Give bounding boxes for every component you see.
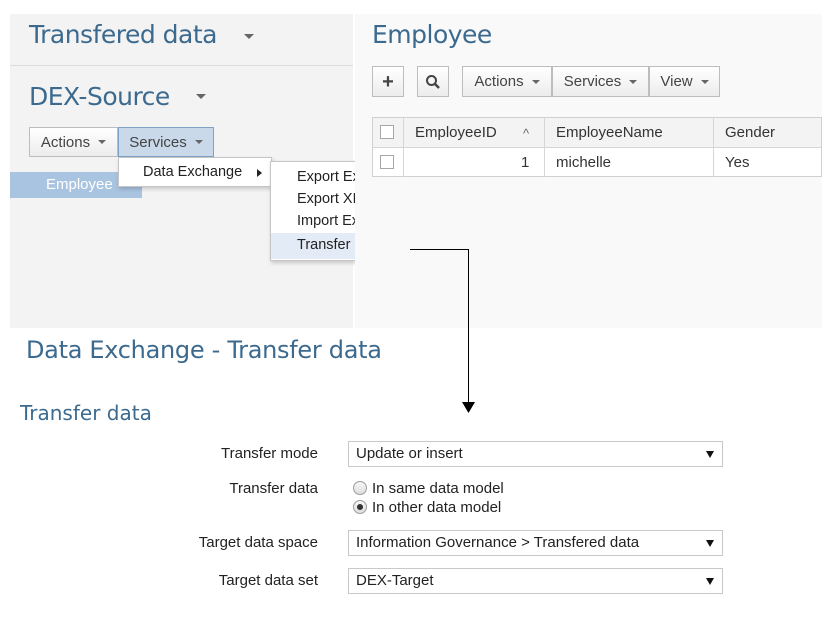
services-label: Services: [129, 133, 187, 151]
connector-line: [410, 249, 469, 250]
radio-same-model[interactable]: [353, 481, 367, 495]
transfer-mode-label: Transfer mode: [221, 445, 318, 462]
right-services-button[interactable]: Services: [552, 66, 649, 97]
transfer-mode-value: Update or insert: [356, 445, 463, 462]
dataset-title[interactable]: DEX-Source: [29, 82, 170, 111]
dialog-title: Data Exchange - Transfer data: [26, 336, 382, 364]
cell-employeename: michelle: [556, 154, 612, 171]
view-label: View: [660, 73, 693, 90]
column-header-employeeid[interactable]: EmployeeID: [415, 124, 497, 141]
target-data-set-value: DEX-Target: [356, 572, 434, 589]
column-header-gender[interactable]: Gender: [725, 124, 776, 141]
plus-icon: +: [382, 70, 394, 93]
column-divider: [713, 118, 714, 177]
cell-gender: Yes: [725, 154, 750, 171]
transfer-mode-select[interactable]: Update or insert: [348, 441, 723, 467]
view-button[interactable]: View: [649, 66, 720, 97]
menu-item-export-xml[interactable]: Export XML: [297, 191, 373, 207]
chevron-down-icon[interactable]: [196, 94, 206, 99]
left-services-button[interactable]: Services: [118, 127, 214, 157]
cell-employeeid: 1: [521, 154, 530, 171]
chevron-down-icon[interactable]: [244, 34, 254, 39]
column-divider: [544, 118, 545, 177]
chevron-right-icon: [257, 169, 262, 177]
column-divider: [403, 118, 404, 177]
connector-line: [468, 249, 469, 404]
table-title: Employee: [372, 20, 492, 49]
employee-table: EmployeeID ^ EmployeeName Gender 1 miche…: [372, 117, 822, 177]
target-data-set-label: Target data set: [218, 572, 318, 589]
row-checkbox[interactable]: [380, 155, 394, 169]
target-data-space-select[interactable]: Information Governance > Transfered data: [348, 530, 723, 556]
target-data-space-label: Target data space: [198, 534, 318, 551]
chevron-down-icon: [706, 578, 714, 585]
chevron-down-icon: [706, 451, 714, 458]
search-icon: [426, 74, 440, 89]
table-header: [373, 118, 821, 148]
menu-item-data-exchange[interactable]: Data Exchange: [143, 164, 243, 180]
actions-label: Actions: [474, 73, 524, 90]
section-title: Transfer data: [20, 401, 152, 425]
add-record-button[interactable]: +: [372, 66, 404, 97]
services-menu: Data Exchange: [118, 157, 272, 187]
actions-label: Actions: [40, 133, 91, 151]
sort-asc-icon[interactable]: ^: [523, 126, 530, 141]
chevron-down-icon: [98, 140, 107, 144]
target-data-set-select[interactable]: DEX-Target: [348, 568, 723, 594]
chevron-down-icon: [194, 140, 203, 144]
left-actions-button[interactable]: Actions: [29, 127, 118, 157]
column-header-employeename[interactable]: EmployeeName: [556, 124, 663, 141]
transfer-data-label: Transfer data: [229, 480, 318, 497]
arrow-down-icon: [462, 402, 475, 413]
select-all-checkbox[interactable]: [380, 125, 394, 139]
chevron-down-icon: [629, 79, 638, 84]
chevron-down-icon: [706, 540, 714, 547]
radio-same-model-label[interactable]: In same data model: [372, 480, 504, 497]
target-data-space-value: Information Governance > Transfered data: [356, 534, 640, 551]
services-label: Services: [563, 73, 622, 90]
chevron-down-icon: [700, 79, 709, 84]
search-button[interactable]: [417, 66, 449, 97]
radio-other-model-label[interactable]: In other data model: [372, 499, 502, 516]
divider: [10, 65, 353, 66]
chevron-down-icon: [531, 79, 540, 84]
right-actions-button[interactable]: Actions: [462, 66, 552, 97]
dataspace-title[interactable]: Transfered data: [29, 20, 217, 49]
radio-other-model[interactable]: [353, 500, 367, 514]
